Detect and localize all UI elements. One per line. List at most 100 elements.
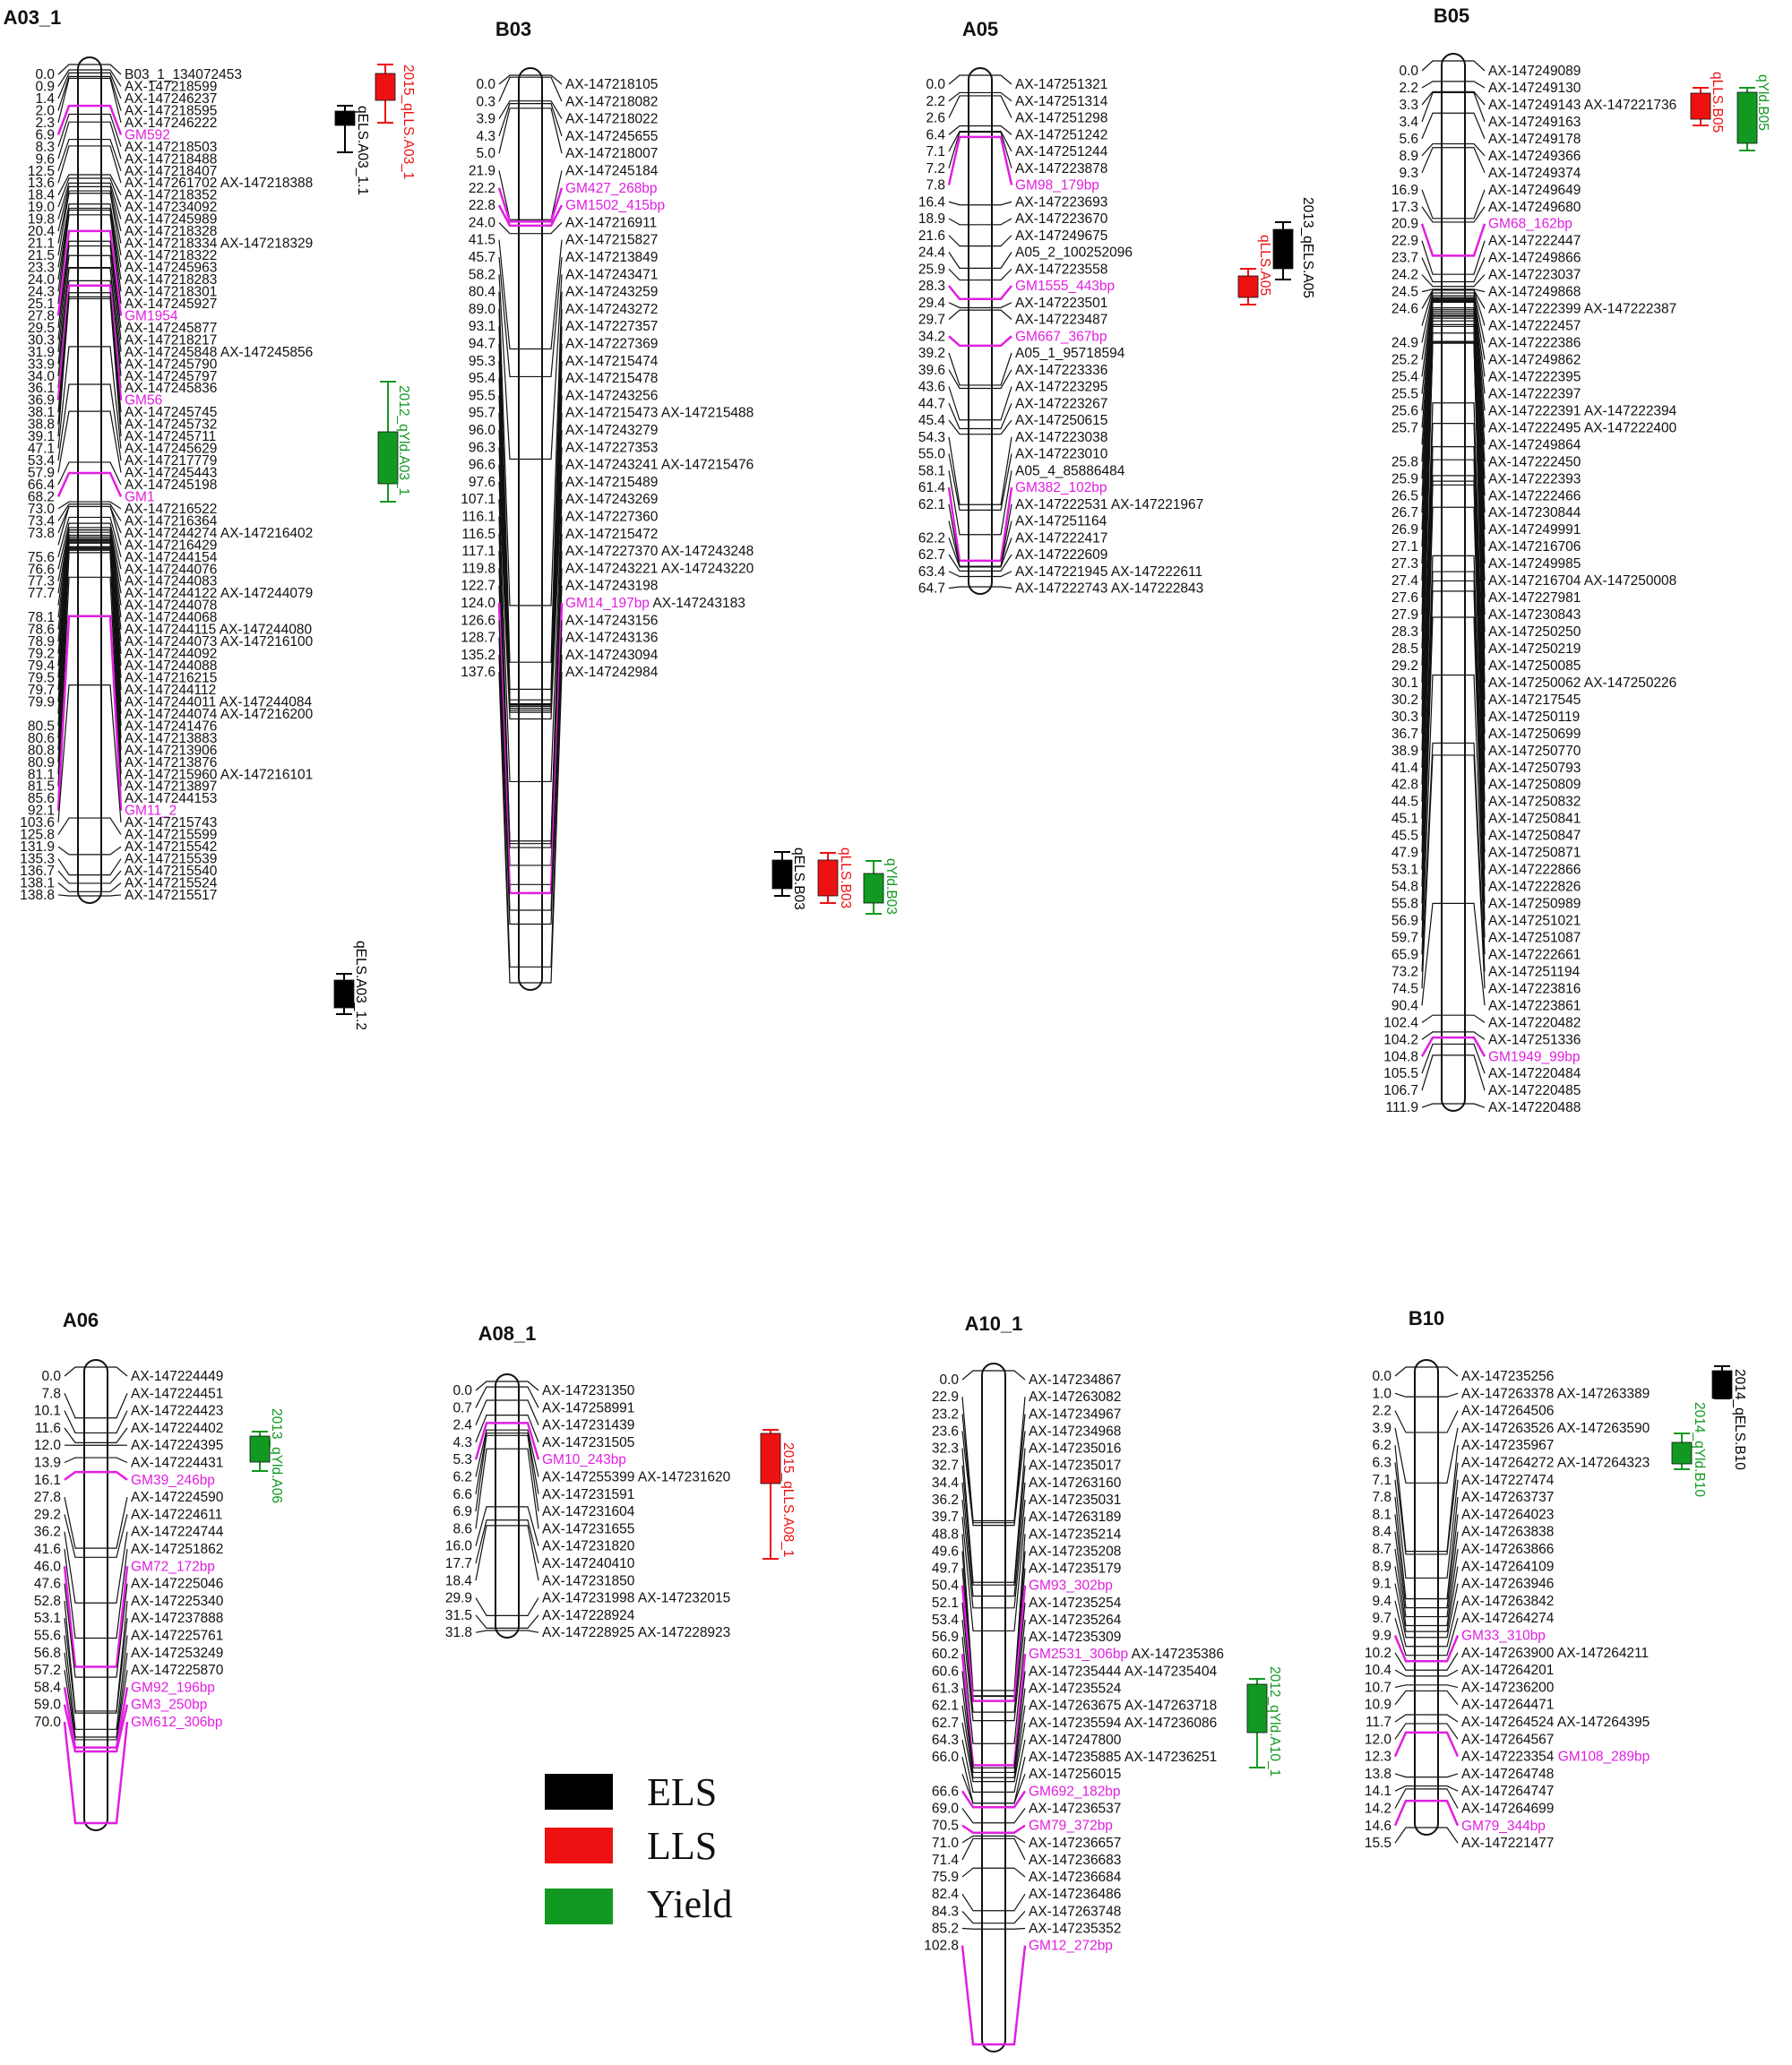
position-connector bbox=[1394, 1497, 1415, 1600]
marker-position: 81.5 bbox=[28, 779, 55, 795]
marker-label: AX-147250119 bbox=[1488, 710, 1580, 725]
marker-name: AX-147215472 bbox=[565, 527, 658, 542]
marker-name: GM11_2 bbox=[125, 804, 177, 819]
position-connector bbox=[57, 410, 78, 473]
marker-connector bbox=[108, 1670, 128, 1741]
marker-name: GM1949_99bp bbox=[1488, 1049, 1581, 1064]
marker-position: 26.7 bbox=[1391, 505, 1418, 521]
marker-connector bbox=[992, 302, 1012, 309]
marker-name: GM92_196bp bbox=[131, 1680, 215, 1695]
marker-position: 137.6 bbox=[461, 665, 495, 680]
marker-label: AX-147245629 bbox=[125, 442, 217, 457]
marker-position: 29.9 bbox=[445, 1591, 472, 1606]
marker-connector bbox=[519, 1422, 540, 1460]
marker-connector bbox=[1005, 1637, 1026, 1744]
position-connector bbox=[961, 1837, 982, 1861]
marker-name: AX-147245836 bbox=[125, 381, 217, 396]
marker-position: 18.4 bbox=[445, 1573, 473, 1588]
marker-connector bbox=[1465, 309, 1486, 513]
legend-swatch-lls bbox=[545, 1828, 613, 1863]
marker-position: 2.2 bbox=[926, 94, 945, 109]
marker-position: 0.0 bbox=[1372, 1369, 1391, 1384]
marker-name: AX-147243269 bbox=[565, 492, 658, 507]
position-connector bbox=[57, 185, 78, 232]
marker-position: 89.0 bbox=[469, 302, 496, 317]
position-connector bbox=[57, 203, 78, 268]
linkage-group-title: A10_1 bbox=[965, 1312, 1023, 1335]
position-connector bbox=[57, 240, 78, 328]
marker-connector bbox=[101, 185, 122, 232]
marker-position: 80.4 bbox=[469, 285, 496, 300]
marker-position: 27.4 bbox=[1391, 573, 1419, 589]
marker-position: 24.3 bbox=[28, 284, 55, 299]
marker-label: GM56 bbox=[125, 393, 162, 409]
marker-position: 44.7 bbox=[918, 396, 945, 411]
marker-position: 136.7 bbox=[20, 864, 55, 879]
marker-label: AX-147263842 bbox=[1461, 1594, 1554, 1609]
marker-connector bbox=[1465, 1036, 1486, 1057]
qtl-box bbox=[334, 110, 356, 126]
marker-name: AX-147235256 bbox=[1461, 1369, 1554, 1384]
marker-position: 111.9 bbox=[1386, 1100, 1419, 1115]
marker-name: AX-147224395 bbox=[131, 1438, 223, 1453]
position-connector bbox=[57, 516, 78, 557]
position-connector bbox=[961, 1910, 982, 1924]
marker-connector bbox=[101, 214, 122, 305]
marker-label: AX-147215542 bbox=[125, 839, 217, 855]
marker-name: AX-147263160 bbox=[1029, 1476, 1122, 1491]
marker-connector bbox=[1438, 1827, 1459, 1844]
marker-label: AX-147231850 bbox=[542, 1573, 635, 1588]
marker-position: 0.0 bbox=[41, 1369, 61, 1384]
marker-connector bbox=[992, 285, 1012, 301]
marker-name: GM56 bbox=[125, 393, 162, 409]
linkage-group-title: B10 bbox=[1409, 1307, 1444, 1329]
marker-name: AX-147223670 bbox=[1015, 211, 1108, 227]
marker-connector bbox=[1438, 1773, 1459, 1778]
marker-connector bbox=[542, 291, 563, 607]
marker-connector bbox=[1465, 301, 1486, 479]
marker-name: AX-147223861 bbox=[1488, 998, 1581, 1013]
position-connector bbox=[948, 554, 969, 572]
position-connector bbox=[948, 302, 969, 309]
marker-label: AX-147249163 bbox=[1488, 115, 1581, 130]
marker-position: 0.9 bbox=[35, 79, 55, 94]
marker-connector bbox=[1005, 1431, 1026, 1527]
marker-name-secondary: AX-147215488 bbox=[658, 406, 754, 421]
marker-name: AX-147245184 bbox=[565, 164, 659, 179]
position-connector bbox=[961, 1619, 982, 1722]
marker-label: AX-147231439 bbox=[542, 1418, 634, 1433]
marker-label: AX-147249374 bbox=[1488, 166, 1581, 181]
position-connector bbox=[56, 615, 78, 811]
marker-label: AX-147245184 bbox=[565, 164, 659, 179]
position-connector bbox=[948, 125, 969, 135]
marker-position: 58.2 bbox=[469, 267, 495, 282]
marker-name: GM68_162bp bbox=[1488, 217, 1572, 232]
marker-label: AX-147218328 bbox=[125, 224, 217, 239]
marker-label: AX-147244274 AX-147216402 bbox=[125, 526, 313, 541]
position-connector bbox=[64, 1366, 84, 1377]
marker-position: 78.6 bbox=[28, 623, 55, 638]
marker-name: AX-147245443 bbox=[125, 466, 217, 481]
marker-connector bbox=[519, 1525, 539, 1581]
marker-connector bbox=[992, 554, 1012, 572]
marker-label: AX-147218217 bbox=[125, 332, 217, 348]
marker-position: 17.7 bbox=[445, 1556, 472, 1571]
marker-connector bbox=[101, 882, 122, 892]
position-connector bbox=[64, 1548, 84, 1639]
marker-connector bbox=[1005, 1774, 1026, 1804]
position-connector bbox=[948, 91, 969, 102]
marker-position: 8.9 bbox=[1399, 149, 1418, 164]
marker-connector bbox=[1005, 1893, 1026, 1912]
marker-position: 21.6 bbox=[918, 228, 945, 244]
marker-connector bbox=[1465, 402, 1486, 734]
marker-connector bbox=[1465, 142, 1486, 157]
marker-position: 24.0 bbox=[469, 215, 496, 230]
marker-name: AX-147249866 bbox=[1488, 251, 1581, 266]
position-connector bbox=[1421, 309, 1442, 513]
marker-name: AX-147221477 bbox=[1461, 1836, 1554, 1851]
marker-position: 28.3 bbox=[918, 279, 945, 294]
marker-label: AX-147240410 bbox=[542, 1556, 635, 1571]
marker-connector bbox=[1465, 288, 1486, 293]
marker-label: AX-147245198 bbox=[125, 478, 217, 493]
